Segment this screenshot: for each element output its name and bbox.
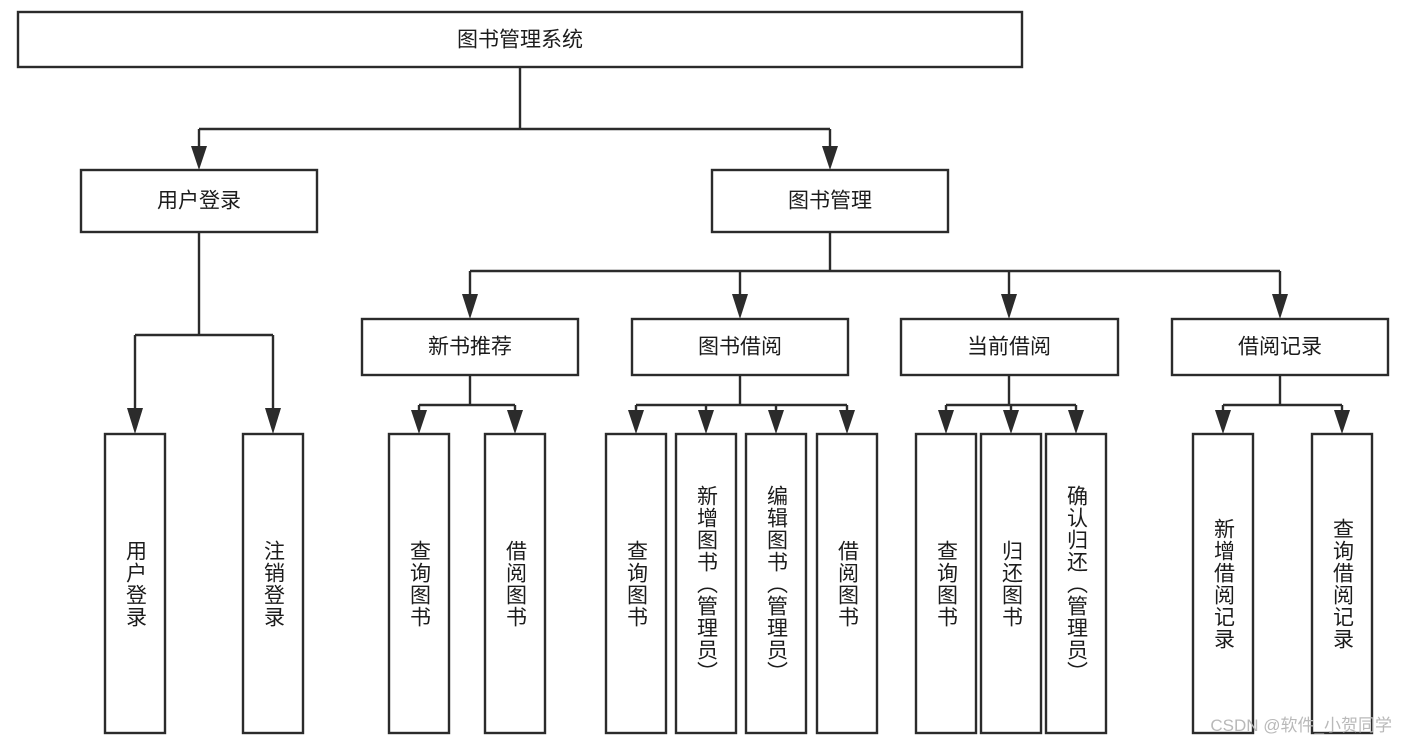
- node-current-borrow-label: 当前借阅: [967, 336, 1051, 359]
- node-leaf-query-record[interactable]: 查询借阅记录: [1310, 432, 1374, 735]
- arrow-to-book-management: [822, 146, 838, 170]
- node-leaf-add-record-box[interactable]: [1191, 432, 1255, 735]
- node-leaf-query-book-3-box[interactable]: [914, 432, 978, 735]
- node-current-borrow[interactable]: 当前借阅: [899, 317, 1120, 377]
- node-leaf-query-book-3-label: 查询图书: [935, 540, 959, 628]
- node-leaf-query-book-3[interactable]: 查询图书: [914, 432, 978, 735]
- arrow-to-borrow-record: [1272, 294, 1288, 319]
- node-leaf-logout-login[interactable]: 注销登录: [241, 432, 305, 735]
- node-leaf-borrow-book-2-box[interactable]: [815, 432, 879, 735]
- node-leaf-confirm-return-box[interactable]: [1044, 432, 1108, 735]
- node-leaf-return-book[interactable]: 归还图书: [979, 432, 1043, 735]
- node-leaf-return-book-box[interactable]: [979, 432, 1043, 735]
- node-leaf-edit-book-box[interactable]: [744, 432, 808, 735]
- node-user-login-label: 用户登录: [157, 190, 241, 213]
- arrow-to-leaf-user-login: [127, 408, 143, 434]
- node-leaf-query-book-2-label: 查询图书: [625, 540, 649, 628]
- node-root[interactable]: 图书管理系统: [16, 10, 1024, 69]
- node-root-box[interactable]: [16, 10, 1024, 69]
- node-leaf-confirm-return-label: 确认归还（管理员）: [1065, 485, 1089, 683]
- arrow-to-new-book-recommend: [462, 294, 478, 319]
- node-leaf-borrow-book-2[interactable]: 借阅图书: [815, 432, 879, 735]
- node-leaf-user-login-label: 用户登录: [124, 540, 148, 628]
- arrow-to-current-borrow: [1001, 294, 1017, 319]
- node-leaf-borrow-book-1-label: 借阅图书: [504, 540, 528, 628]
- node-leaf-confirm-return[interactable]: 确认归还（管理员）: [1044, 432, 1108, 735]
- node-borrow-record-label: 借阅记录: [1238, 336, 1322, 359]
- node-book-borrow-box[interactable]: [630, 317, 850, 377]
- node-leaf-user-login-box[interactable]: [103, 432, 167, 735]
- node-new-book-recommend-box[interactable]: [360, 317, 580, 377]
- node-book-borrow[interactable]: 图书借阅: [630, 317, 850, 377]
- node-leaf-add-record[interactable]: 新增借阅记录: [1191, 432, 1255, 735]
- arrow-to-leaf-borrow-book-1: [507, 410, 523, 434]
- arrow-to-book-borrow: [732, 294, 748, 319]
- node-leaf-add-book[interactable]: 新增图书（管理员）: [674, 432, 738, 735]
- arrow-to-leaf-query-record: [1334, 410, 1350, 434]
- node-leaf-query-book-1-label: 查询图书: [408, 540, 432, 628]
- node-leaf-query-book-1-box[interactable]: [387, 432, 451, 735]
- node-leaf-borrow-book-2-label: 借阅图书: [836, 540, 860, 628]
- node-user-login-box[interactable]: [79, 168, 319, 234]
- node-current-borrow-box[interactable]: [899, 317, 1120, 377]
- node-leaf-query-record-box[interactable]: [1310, 432, 1374, 735]
- node-book-management[interactable]: 图书管理: [710, 168, 950, 234]
- node-leaf-borrow-book-1-box[interactable]: [483, 432, 547, 735]
- node-borrow-record-box[interactable]: [1170, 317, 1390, 377]
- node-leaf-query-book-2-box[interactable]: [604, 432, 668, 735]
- arrow-to-leaf-return-book: [1003, 410, 1019, 434]
- node-leaf-edit-book-label: 编辑图书（管理员）: [765, 485, 789, 683]
- node-user-login[interactable]: 用户登录: [79, 168, 319, 234]
- node-book-borrow-label: 图书借阅: [698, 336, 782, 359]
- arrow-to-user-login: [191, 146, 207, 170]
- arrow-to-leaf-add-record: [1215, 410, 1231, 434]
- node-new-book-recommend-label: 新书推荐: [428, 336, 512, 359]
- node-book-management-box[interactable]: [710, 168, 950, 234]
- arrow-to-leaf-edit-book: [768, 410, 784, 434]
- node-root-label: 图书管理系统: [457, 29, 583, 52]
- csdn-watermark: CSDN @软件_小贺同学: [1210, 716, 1392, 735]
- node-leaf-logout-login-box[interactable]: [241, 432, 305, 735]
- node-leaf-logout-login-label: 注销登录: [262, 540, 286, 628]
- node-leaf-return-book-label: 归还图书: [1000, 540, 1024, 628]
- node-new-book-recommend[interactable]: 新书推荐: [360, 317, 580, 377]
- arrow-to-leaf-add-book: [698, 410, 714, 434]
- node-leaf-query-record-label: 查询借阅记录: [1331, 518, 1355, 650]
- arrow-to-leaf-logout-login: [265, 408, 281, 434]
- node-leaf-query-book-2[interactable]: 查询图书: [604, 432, 668, 735]
- node-leaf-query-book-1[interactable]: 查询图书: [387, 432, 451, 735]
- arrow-to-leaf-borrow-book-2: [839, 410, 855, 434]
- node-borrow-record[interactable]: 借阅记录: [1170, 317, 1390, 377]
- node-leaf-borrow-book-1[interactable]: 借阅图书: [483, 432, 547, 735]
- node-book-management-label: 图书管理: [788, 190, 872, 213]
- arrow-to-leaf-query-book-3: [938, 410, 954, 434]
- arrow-to-leaf-query-book-1: [411, 410, 427, 434]
- arrow-to-leaf-query-book-2: [628, 410, 644, 434]
- node-leaf-user-login[interactable]: 用户登录: [103, 432, 167, 735]
- connector-layer: [127, 67, 1350, 434]
- arrow-to-leaf-confirm-return: [1068, 410, 1084, 434]
- node-leaf-edit-book[interactable]: 编辑图书（管理员）: [744, 432, 808, 735]
- node-leaf-add-record-label: 新增借阅记录: [1212, 518, 1236, 650]
- node-leaf-add-book-label: 新增图书（管理员）: [695, 485, 719, 683]
- node-leaf-add-book-box[interactable]: [674, 432, 738, 735]
